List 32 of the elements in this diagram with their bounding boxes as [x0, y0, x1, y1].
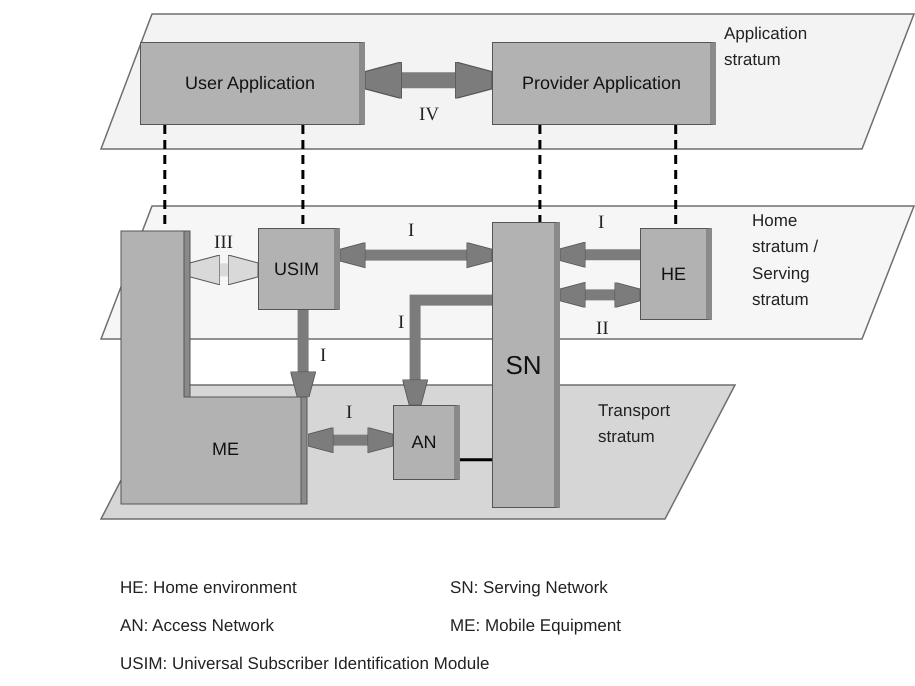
component-box: [640, 228, 712, 320]
key-text: SN: Serving Network: [450, 578, 608, 598]
edge-label: I: [398, 312, 404, 334]
box-label: User Application: [184, 72, 316, 95]
box-label: HE: [660, 262, 686, 286]
edge-label: I: [408, 220, 414, 242]
edge-label: III: [214, 232, 233, 254]
key-text: AN: Access Network: [120, 616, 274, 636]
edge-label: I: [320, 345, 326, 367]
edge-label: I: [346, 402, 352, 424]
box-label: Provider Application: [522, 72, 682, 95]
connector-line: [460, 458, 492, 462]
dashed-line: [538, 125, 542, 222]
edge-label: IV: [419, 104, 440, 126]
key-text: ME: Mobile Equipment: [450, 616, 622, 636]
edge-label: I: [598, 212, 604, 234]
component-box: [140, 42, 365, 125]
component-box: [258, 228, 340, 310]
box-label: ME: [212, 438, 239, 460]
stratum-label: Application stratum: [724, 23, 808, 72]
component-box: [492, 42, 716, 125]
box-label: AN: [411, 431, 436, 454]
stratum-plane: [100, 13, 915, 150]
key-text: USIM: Universal Subscriber Identification Module: [120, 654, 490, 674]
component-box: [492, 222, 560, 508]
component-box: [393, 405, 460, 480]
box-label: SN: [505, 348, 542, 382]
stratum-label: Home stratum / Serving stratum: [752, 210, 820, 312]
key-text: HE: Home environment: [120, 578, 297, 598]
stratum-label: Transport stratum: [598, 400, 672, 448]
box-label: USIM: [274, 258, 319, 280]
edge-label: II: [596, 318, 609, 340]
